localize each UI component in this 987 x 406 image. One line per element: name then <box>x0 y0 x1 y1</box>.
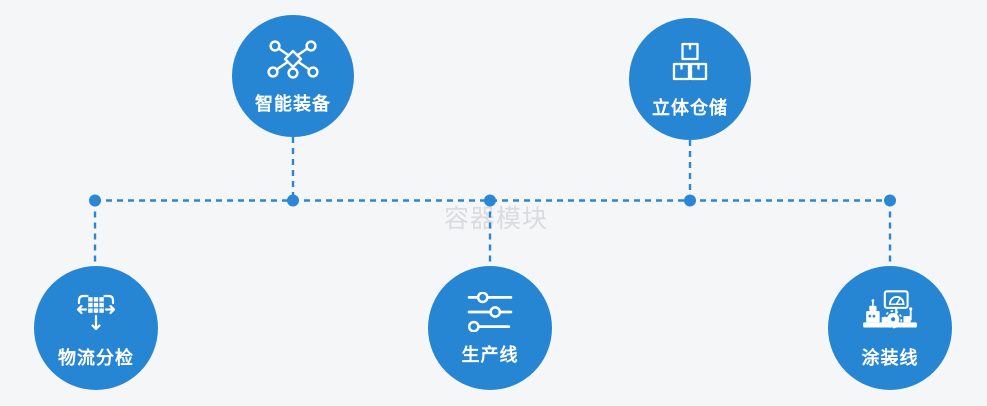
junction-dot <box>884 194 896 207</box>
stacked-boxes-icon <box>666 41 714 85</box>
node-logistics-sorting[interactable]: 物流分检 <box>34 266 158 390</box>
node-label: 生产线 <box>461 345 519 365</box>
node-warehouse-storage[interactable]: 立体仓储 <box>629 18 751 140</box>
network-nodes-icon <box>267 39 319 81</box>
node-label: 涂装线 <box>861 348 919 368</box>
node-label: 物流分检 <box>58 348 134 368</box>
node-label: 智能装备 <box>255 94 331 114</box>
node-coating-line[interactable]: 涂装线 <box>828 266 952 390</box>
junction-dot <box>484 194 496 207</box>
junction-dot <box>89 194 101 207</box>
junction-dot <box>684 194 696 207</box>
node-smart-equipment[interactable]: 智能装备 <box>232 15 354 137</box>
node-production-line[interactable]: 生产线 <box>428 266 552 390</box>
watermark-text: 容器模块 <box>444 205 549 233</box>
sort-arrows-icon <box>72 289 120 335</box>
sliders-icon <box>467 292 513 332</box>
machine-gauge-icon <box>861 289 919 335</box>
node-label: 立体仓储 <box>652 98 728 118</box>
junction-dot <box>287 194 299 207</box>
